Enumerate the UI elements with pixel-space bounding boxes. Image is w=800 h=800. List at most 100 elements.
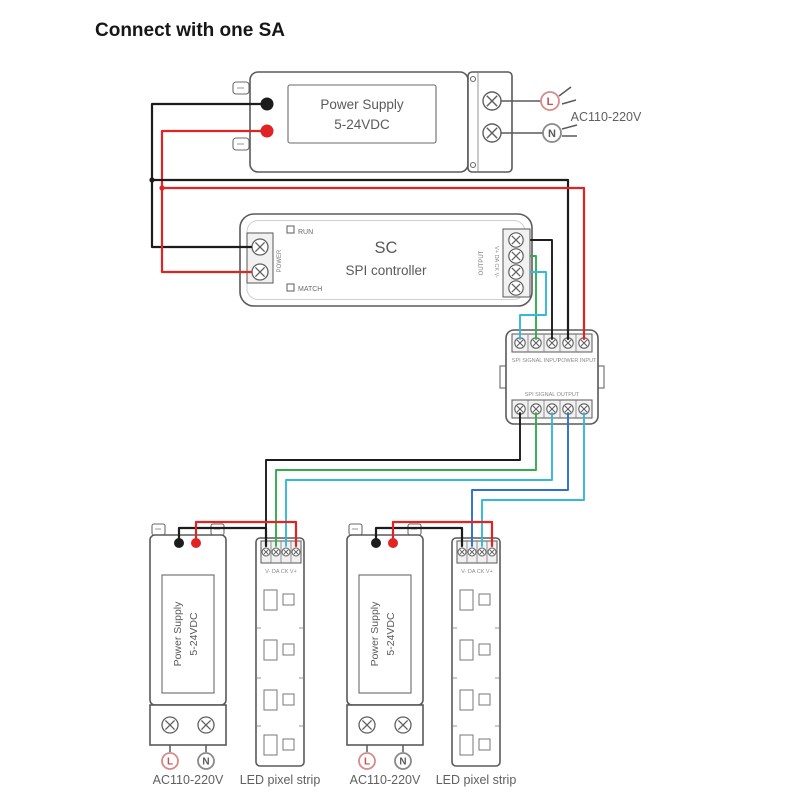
wire-sa-data-to-left-strip [275, 412, 537, 547]
screw-terminal [281, 547, 291, 557]
screw-terminal [197, 716, 215, 734]
controller-subtitle: SPI controller [345, 263, 427, 278]
wire-left-psu-negative-to-strip [177, 526, 268, 548]
side-tab [499, 365, 507, 389]
screw-terminal [508, 232, 524, 248]
screw-terminal [508, 264, 524, 280]
strip-label: LED pixel strip [436, 773, 517, 787]
wire-right-psu-positive-to-strip [391, 520, 494, 548]
psu-voltage: 5-24VDC [334, 117, 390, 132]
screw-terminal [477, 547, 487, 557]
mounting-ears [151, 523, 225, 536]
live-label: L [167, 757, 173, 768]
match-button [286, 283, 295, 292]
screw-terminal [161, 716, 179, 734]
psu-name: Power Supply [172, 601, 184, 667]
neutral-label: N [202, 757, 209, 768]
screw-terminal [358, 716, 376, 734]
mounting-ears [348, 523, 422, 536]
wire-signal-clock-controller-to-sa [519, 271, 547, 340]
power-terminal-block [246, 232, 274, 284]
left-power-supply: Power Supply 5-24VDC L N AC110-220V [149, 523, 227, 787]
screw-terminal [251, 238, 269, 256]
output-pins-label: V+ DA CK V- [493, 246, 499, 278]
controller-name: SC [375, 239, 398, 257]
screw-terminal [291, 547, 301, 557]
wire-sa-clock-to-left-strip [285, 412, 553, 547]
sa-signal-output-label: SPI SIGNAL OUTPUT [525, 392, 580, 398]
wire-dc-negative-psu-to-sa [150, 178, 570, 341]
screw-terminal [508, 280, 524, 296]
right-power-supply: Power Supply 5-24VDC L N AC110-220V [346, 523, 424, 787]
strip-components [452, 589, 500, 756]
side-tab [597, 365, 605, 389]
psu-label-panel [358, 574, 412, 694]
strip-terminal-block [260, 540, 302, 564]
screw-terminal [467, 547, 477, 557]
neutral-terminal [542, 123, 562, 143]
dc-negative-terminal [174, 538, 184, 548]
ac-voltage-label: AC110-220V [571, 110, 642, 124]
sa-signal-input-label: SPI SIGNAL INPUT [512, 358, 561, 364]
live-label: L [547, 96, 554, 108]
wire-dc-positive-psu-to-controller [160, 129, 269, 274]
wire-junction [159, 185, 165, 191]
ac-input-top: L N AC110-220V [501, 86, 642, 143]
wire-signal-ground-controller-to-sa [530, 239, 553, 340]
strip-components [256, 589, 304, 756]
psu-name: Power Supply [320, 97, 404, 112]
wire-right-psu-negative-to-strip [374, 526, 464, 548]
spi-controller: POWER RUN MATCH SC SPI controller OUTPUT… [239, 213, 533, 307]
led-pixel-strip-left: V- DA CK V+ LED pixel strip [240, 537, 321, 787]
wire-sa-ground-to-left-strip [265, 412, 521, 547]
wires [149, 102, 586, 548]
screw-terminal [482, 91, 502, 111]
psu-label-panel [287, 84, 437, 144]
sa-amplifier: SPI SIGNAL INPUT POWER INPUT SPI SIGNAL … [499, 329, 605, 425]
strip-label: LED pixel strip [240, 773, 321, 787]
mounting-ears [232, 81, 250, 151]
wire-dc-negative-psu-to-controller [150, 102, 269, 249]
psu-name: Power Supply [369, 601, 381, 667]
wire-junction [149, 177, 155, 183]
neutral-label: N [399, 757, 406, 768]
psu-voltage: 5-24VDC [188, 612, 200, 656]
run-label: RUN [298, 229, 313, 236]
ac-terminal-block [467, 71, 513, 173]
wire-left-psu-positive-to-strip [194, 520, 298, 548]
psu-voltage: 5-24VDC [385, 612, 397, 656]
live-terminal [161, 752, 179, 770]
top-power-supply: Power Supply 5-24VDC [232, 71, 513, 173]
psu-label-panel [161, 574, 215, 694]
neutral-terminal [197, 752, 215, 770]
strip-pins-label: V- DA CK V+ [461, 569, 493, 575]
wire-signal-data-controller-to-sa [530, 255, 537, 340]
output-terminal-block [502, 228, 531, 298]
wire-dc-positive-psu-to-sa [160, 186, 586, 341]
strip-pins-label: V- DA CK V+ [265, 569, 297, 575]
output-port-label: OUTPUT [479, 250, 485, 275]
sa-power-input-label: POWER INPUT [558, 358, 597, 364]
live-label: L [364, 757, 370, 768]
ac-terminal-block [149, 704, 227, 746]
ac-terminal-block [346, 704, 424, 746]
power-port-label: POWER [277, 249, 283, 272]
ac-voltage-label: AC110-220V [350, 773, 421, 787]
neutral-label: N [548, 128, 556, 140]
page-title: Connect with one SA [95, 20, 285, 41]
controller-body [239, 213, 533, 307]
run-indicator [286, 225, 295, 234]
neutral-prongs-icon [561, 124, 578, 137]
screw-terminal [261, 547, 271, 557]
screw-terminal [271, 547, 281, 557]
screw-terminal [251, 263, 269, 281]
screw-terminal [508, 248, 524, 264]
live-terminal [358, 752, 376, 770]
wire-sa-data-to-right-strip [471, 412, 569, 547]
led-pixel-strip-right: V- DA CK V+ LED pixel strip [436, 537, 517, 787]
screw-terminal [394, 716, 412, 734]
live-terminal [540, 91, 560, 111]
dc-negative-terminal [371, 538, 381, 548]
match-label: MATCH [298, 286, 322, 293]
